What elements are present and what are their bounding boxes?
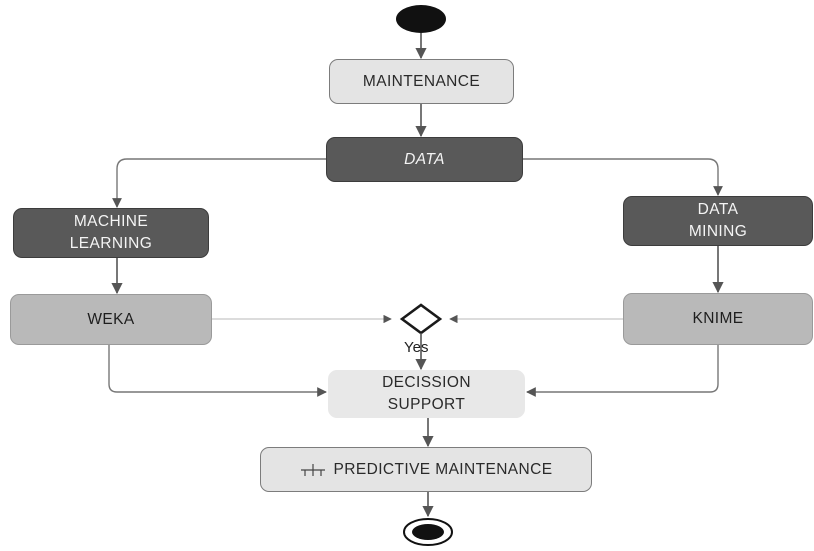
predictive-maintenance-label: PREDICTIVE MAINTENANCE	[333, 460, 553, 478]
edge-knime-decision-support	[526, 345, 719, 397]
edge-data-data-mining	[523, 158, 723, 196]
machine-learning-node: MACHINE LEARNING	[13, 208, 209, 258]
rake-subactivity-icon	[300, 463, 325, 476]
decision-support-node: DECISSION SUPPORT	[328, 370, 525, 418]
data-node: DATA	[326, 137, 523, 182]
end-node	[403, 518, 453, 546]
knime-node: KNIME	[623, 293, 813, 345]
weka-node: WEKA	[10, 294, 212, 345]
edge-data-machine-learning	[112, 158, 326, 208]
yes-label: Yes	[404, 339, 429, 356]
predictive-maintenance-node: PREDICTIVE MAINTENANCE	[260, 447, 592, 492]
data-mining-node: DATA MINING	[623, 196, 813, 246]
edge-weka-decision-support	[108, 345, 327, 397]
start-node	[396, 5, 446, 33]
decision-diamond	[399, 303, 443, 335]
maintenance-node: MAINTENANCE	[329, 59, 514, 104]
